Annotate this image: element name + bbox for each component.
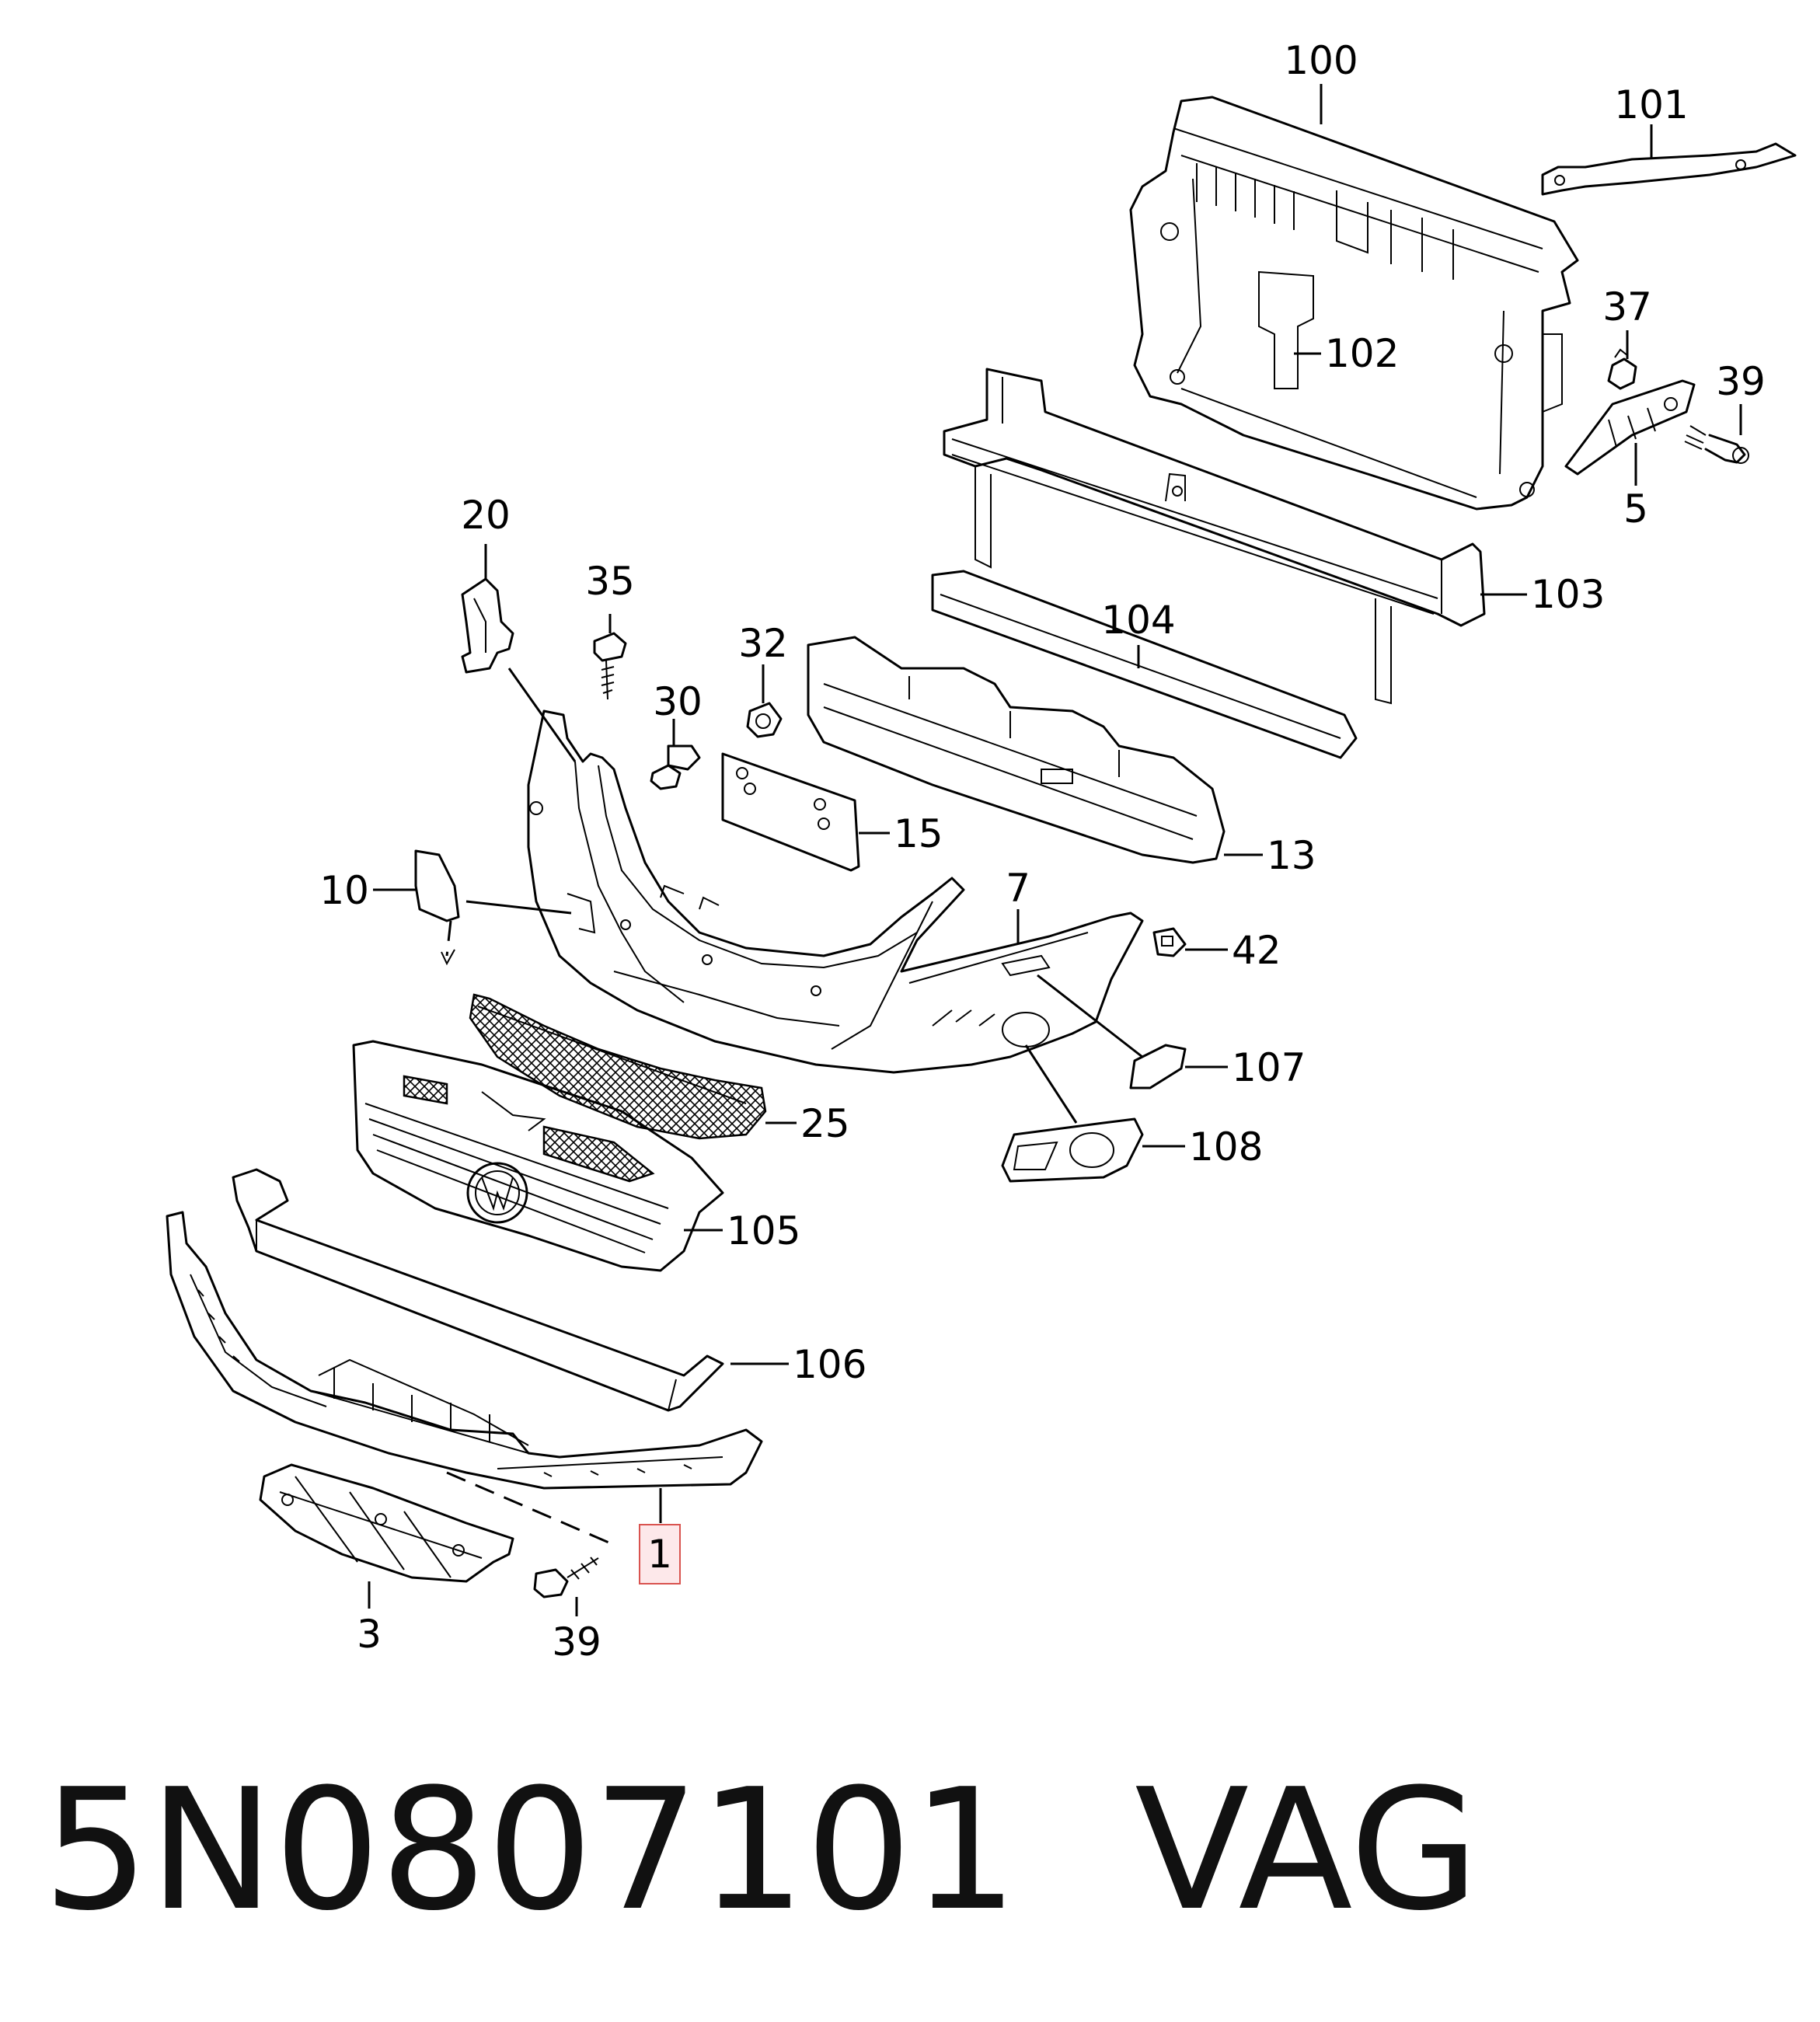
callout-15: 15 [894,811,943,856]
leader-lines [368,84,1742,1616]
guide-5 [1564,379,1696,476]
nozzle-cover-107 [1129,1044,1187,1089]
bumper-cover-7 [527,709,1144,1074]
lower-spoiler-1 [166,1211,763,1490]
radiator-grille-105 [352,1040,724,1272]
callout-30: 30 [653,679,703,724]
callout-100: 100 [1284,38,1358,83]
callout-3: 3 [357,1612,382,1657]
callout-10: 10 [319,868,369,913]
callout-108: 108 [1189,1124,1263,1170]
bracket-101 [1541,142,1797,196]
callout-35: 35 [585,559,635,604]
callout-104: 104 [1101,598,1175,643]
bumper-beam-103 [943,368,1486,705]
callout-102: 102 [1325,331,1399,376]
closing-panel-3 [259,1463,514,1583]
callout-103: 103 [1531,572,1605,617]
trim-strip-106 [232,1168,724,1412]
callout-32: 32 [738,621,788,666]
tow-hook-cover-10 [414,849,460,966]
impact-strip-104 [931,570,1358,759]
energy-absorber-13 [807,636,1226,864]
callout-42: 42 [1232,928,1281,973]
callout-labels: 100 101 102 37 39 5 103 104 20 35 32 30 … [319,38,1765,1665]
callout-5: 5 [1623,486,1648,532]
callout-107: 107 [1232,1045,1306,1090]
clip-37 [1607,348,1637,390]
callout-39-bottom: 39 [552,1619,601,1665]
callout-101: 101 [1614,82,1688,127]
callout-106: 106 [793,1342,866,1387]
callout-1: 1 [647,1532,672,1577]
callout-105: 105 [727,1208,800,1253]
lock-carrier-100 [1129,96,1579,511]
clip-32 [746,702,783,738]
callout-25: 25 [800,1101,850,1146]
fog-lamp-grille-108 [1001,1117,1144,1183]
callout-13: 13 [1267,833,1316,878]
clip-30 [650,744,701,790]
callout-7: 7 [1006,866,1030,911]
callout-20: 20 [461,493,511,538]
lower-grille-25 [469,993,767,1140]
caption: 5N0807101 VAG [43,1748,1479,1951]
part-number: 5N0807101 [43,1752,1019,1947]
highlight-box [639,1524,681,1584]
screw-39-top [1684,425,1749,464]
screw-35 [593,632,627,700]
callout-37: 37 [1602,284,1652,329]
callout-39-top: 39 [1716,359,1766,404]
brand-name: VAG [1135,1752,1480,1947]
screw-39-bottom [533,1557,599,1598]
bracket-20 [461,577,514,674]
plate-bracket-15 [721,752,860,872]
clip-nut-42 [1152,927,1187,957]
